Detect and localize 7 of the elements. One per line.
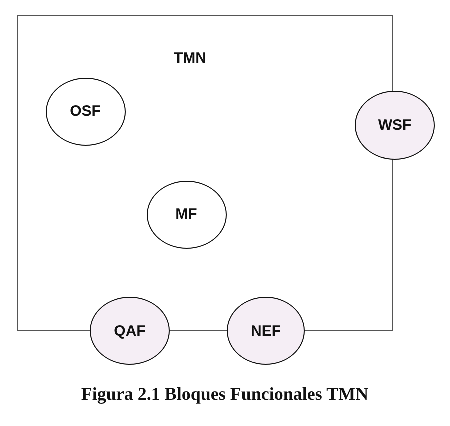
- block-label: OSF: [70, 104, 101, 119]
- block-label: WSF: [378, 118, 412, 133]
- block-label: MF: [176, 207, 198, 222]
- block-label: NEF: [251, 324, 281, 338]
- block-label: QAF: [114, 324, 146, 338]
- figure-caption: Figura 2.1 Bloques Funcionales TMN: [81, 384, 369, 404]
- frame-title: TMN: [174, 51, 206, 66]
